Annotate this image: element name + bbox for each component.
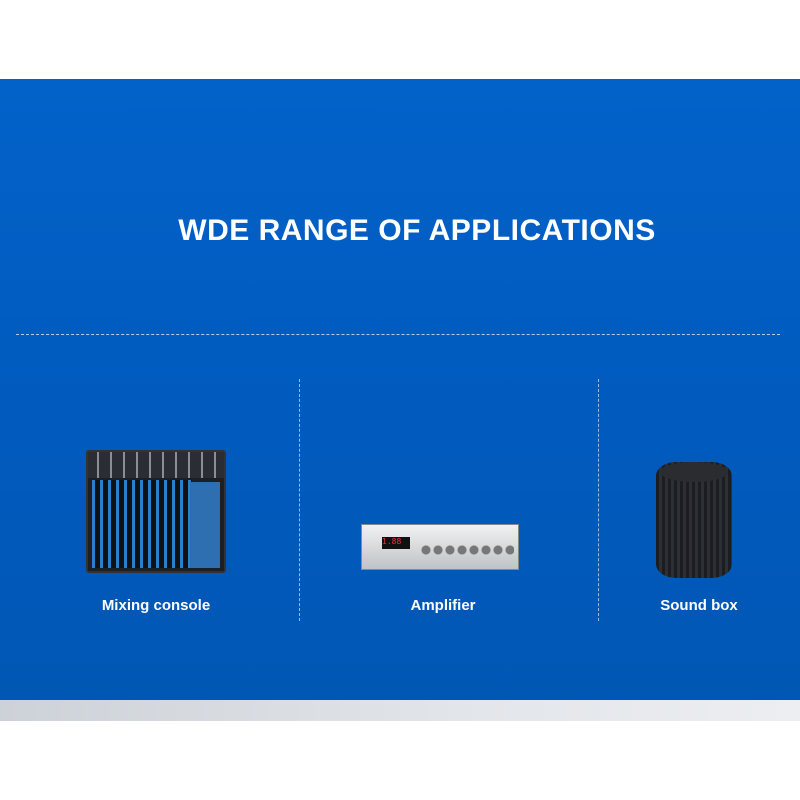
label-mixing-console: Mixing console — [101, 597, 211, 614]
vertical-divider — [598, 379, 599, 621]
bottom-gray-band — [0, 700, 800, 721]
speaker-image — [656, 462, 732, 578]
amplifier-display: 1.88 — [382, 537, 410, 549]
label-amplifier: Amplifier — [410, 597, 476, 614]
page-title: WDE RANGE OF APPLICATIONS — [178, 214, 656, 247]
horizontal-divider — [16, 334, 780, 335]
applications-banner — [0, 79, 800, 700]
mixing-console-image — [86, 450, 226, 573]
label-sound-box: Sound box — [660, 597, 738, 614]
vertical-divider — [299, 379, 300, 621]
amplifier-image: 1.88 — [361, 524, 519, 570]
